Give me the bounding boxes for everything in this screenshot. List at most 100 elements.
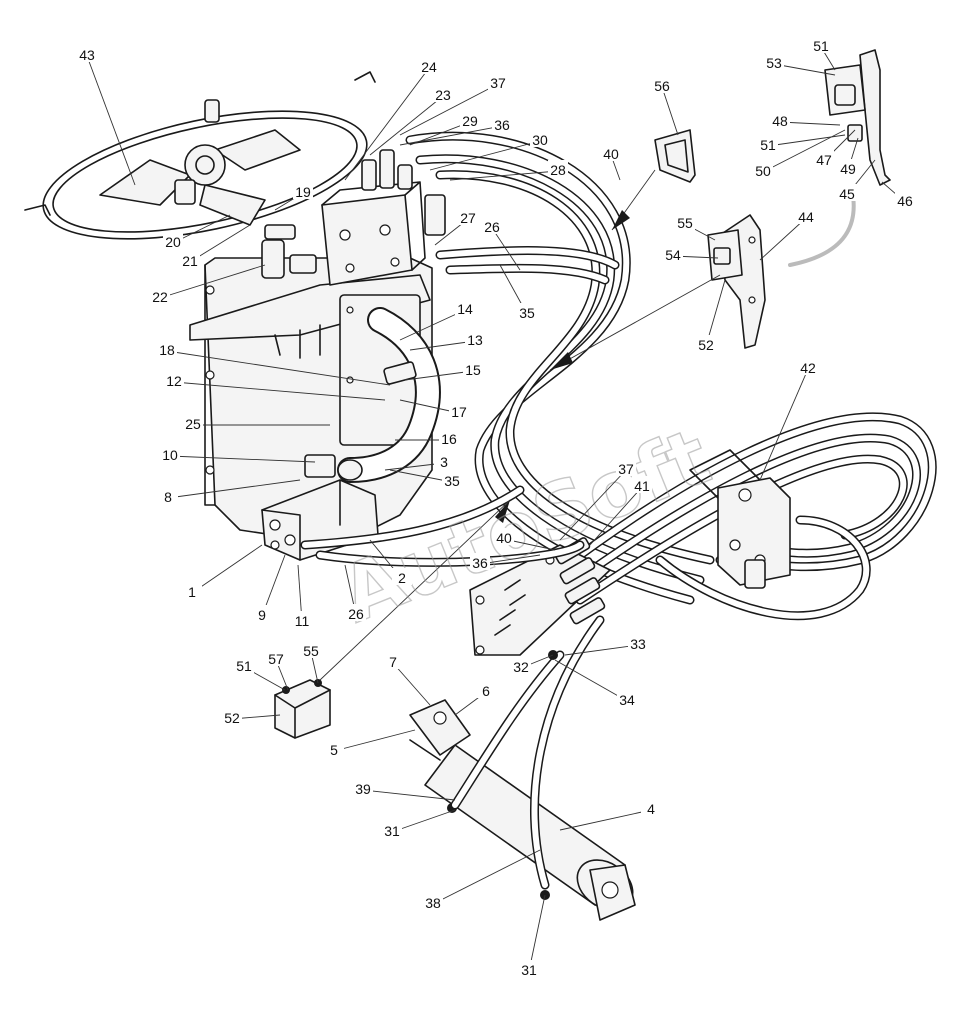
callout-bg-47 (814, 150, 834, 167)
callout-label-52: 52 (698, 337, 714, 353)
callout-label-29: 29 (462, 113, 478, 129)
callout-leader-39 (362, 789, 456, 801)
callout-bg-6 (476, 681, 496, 698)
callout-label-36: 36 (494, 117, 510, 133)
callout-label-20: 20 (165, 234, 181, 250)
callout-bg-29 (460, 111, 480, 128)
callout-label-56: 56 (654, 78, 670, 94)
callout-bg-40 (601, 144, 621, 161)
callout-leader-51b (767, 134, 846, 147)
callout-bg-19 (293, 182, 313, 199)
callout-bg-44 (796, 207, 816, 224)
callout-label-36b: 36 (472, 555, 488, 571)
callout-bg-52 (696, 335, 716, 352)
callout-bg-26b (346, 604, 366, 621)
callout-label-13: 13 (467, 332, 483, 348)
callout-label-18: 18 (159, 342, 175, 358)
callout-leader-37 (399, 83, 499, 136)
callout-bg-38 (423, 893, 443, 910)
callout-leader-23 (369, 95, 444, 156)
callout-label-10: 10 (162, 447, 178, 463)
callout-leader-53 (773, 63, 836, 76)
callout-label-35: 35 (444, 473, 460, 489)
callout-bg-18 (157, 340, 177, 357)
callout-leader-31 (391, 809, 456, 833)
callout-label-27: 27 (460, 210, 476, 226)
callout-label-4: 4 (647, 801, 655, 817)
callout-bg-24 (419, 57, 439, 74)
callout-bg-12 (164, 371, 184, 388)
callout-bg-39 (353, 779, 373, 796)
callout-bg-3 (434, 452, 454, 469)
callout-label-3: 3 (440, 454, 448, 470)
callout-bg-26 (482, 217, 502, 234)
callout-bg-21 (180, 251, 200, 268)
callout-bg-42 (798, 358, 818, 375)
callout-bg-43 (77, 45, 97, 62)
callout-label-39: 39 (355, 781, 371, 797)
callout-label-55b: 55 (303, 643, 319, 659)
callout-label-14: 14 (457, 301, 473, 317)
suction-pipe (337, 307, 441, 483)
callout-label-19: 19 (295, 184, 311, 200)
callout-bg-10 (160, 445, 180, 462)
hose-guard-56 (654, 129, 696, 183)
fan-assembly (24, 71, 376, 240)
callout-leader-8 (167, 479, 301, 499)
callout-leader-26 (491, 227, 521, 271)
callout-bg-27 (458, 208, 478, 225)
callout-leader-30 (429, 140, 541, 171)
callout-label-51: 51 (813, 38, 829, 54)
callout-bg-16 (439, 429, 459, 446)
callout-bg-30 (530, 130, 550, 147)
callout-label-16: 16 (441, 431, 457, 447)
callout-label-52b: 52 (224, 710, 240, 726)
callout-label-5: 5 (330, 742, 338, 758)
callout-label-30: 30 (532, 132, 548, 148)
callout-label-48: 48 (772, 113, 788, 129)
callout-bg-5 (324, 740, 344, 757)
callout-leader-15 (404, 370, 474, 381)
callout-bg-14 (455, 299, 475, 316)
callout-leader-33 (564, 644, 639, 656)
callout-label-1: 1 (188, 584, 196, 600)
callout-leader-24 (344, 67, 430, 181)
callout-label-42: 42 (800, 360, 816, 376)
assembly-arrows (319, 169, 721, 681)
callout-bg-41 (632, 476, 652, 493)
callout-bg-9 (252, 605, 272, 622)
callout-bg-51 (811, 36, 831, 53)
callout-label-24: 24 (421, 59, 437, 75)
callout-leader-7 (392, 662, 431, 706)
callout-bg-31b (519, 960, 539, 977)
callout-bg-8 (158, 487, 178, 504)
callout-label-35b: 35 (519, 305, 535, 321)
callout-bg-4 (641, 799, 661, 816)
callout-bg-25 (183, 414, 203, 431)
hose-bundle-right (555, 412, 937, 621)
callout-label-40b: 40 (496, 530, 512, 546)
callout-label-43: 43 (79, 47, 95, 63)
callout-labels: 1234567891011121314151617181920212223242… (77, 36, 915, 978)
callout-label-12: 12 (166, 373, 182, 389)
callout-label-37: 37 (490, 75, 506, 91)
callout-bg-55b (301, 641, 321, 658)
callout-label-26: 26 (484, 219, 500, 235)
callout-label-9: 9 (258, 607, 266, 623)
callout-label-40: 40 (603, 146, 619, 162)
callout-leader-43 (86, 55, 136, 186)
callout-bg-54 (663, 245, 683, 262)
callout-leader-56 (661, 86, 679, 136)
callout-bg-13 (465, 330, 485, 347)
callout-bg-34 (617, 690, 637, 707)
callout-bg-46 (895, 191, 915, 208)
callout-leader-4 (559, 809, 652, 831)
callout-bg-28 (548, 160, 568, 177)
callout-leader-42 (759, 368, 809, 481)
callout-label-17: 17 (451, 404, 467, 420)
callout-bg-45 (837, 184, 857, 201)
callout-label-7: 7 (389, 654, 397, 670)
callout-label-28: 28 (550, 162, 566, 178)
callout-leader-18 (166, 350, 391, 386)
